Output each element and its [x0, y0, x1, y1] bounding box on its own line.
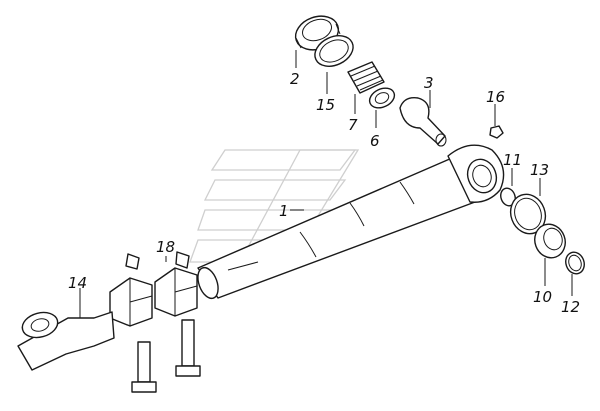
- part-13-ring: [509, 193, 547, 235]
- callout-13: 13: [530, 161, 549, 179]
- part-10-cap: [534, 223, 566, 259]
- callout-2: 2: [290, 70, 300, 88]
- callout-18: 18: [156, 238, 175, 256]
- part-3-ball-pin: [399, 97, 447, 147]
- part-14-yoke: [17, 311, 115, 371]
- callout-7: 7: [348, 116, 358, 134]
- leader-lines: [79, 50, 573, 318]
- part-16-nut: [489, 125, 504, 139]
- callout-15: 15: [316, 96, 335, 114]
- part-15-ring: [314, 35, 354, 67]
- part-6-washer: [368, 87, 396, 109]
- part-1-tie-rod-tube: [197, 144, 505, 300]
- callout-10: 10: [533, 288, 552, 306]
- callout-12: 12: [561, 298, 580, 316]
- callout-6: 6: [370, 132, 380, 150]
- callout-14: 14: [68, 274, 87, 292]
- part-7-spring: [347, 61, 385, 94]
- callout-3: 3: [424, 74, 434, 92]
- part-18-clamps: [109, 251, 201, 393]
- callout-11: 11: [503, 151, 522, 169]
- callout-16: 16: [486, 88, 505, 106]
- callout-1: 1: [279, 202, 289, 220]
- callout-labels: 2 15 7 6 3 16 11 13 10 12 1 14 18: [68, 70, 580, 316]
- part-12-ring: [565, 251, 585, 275]
